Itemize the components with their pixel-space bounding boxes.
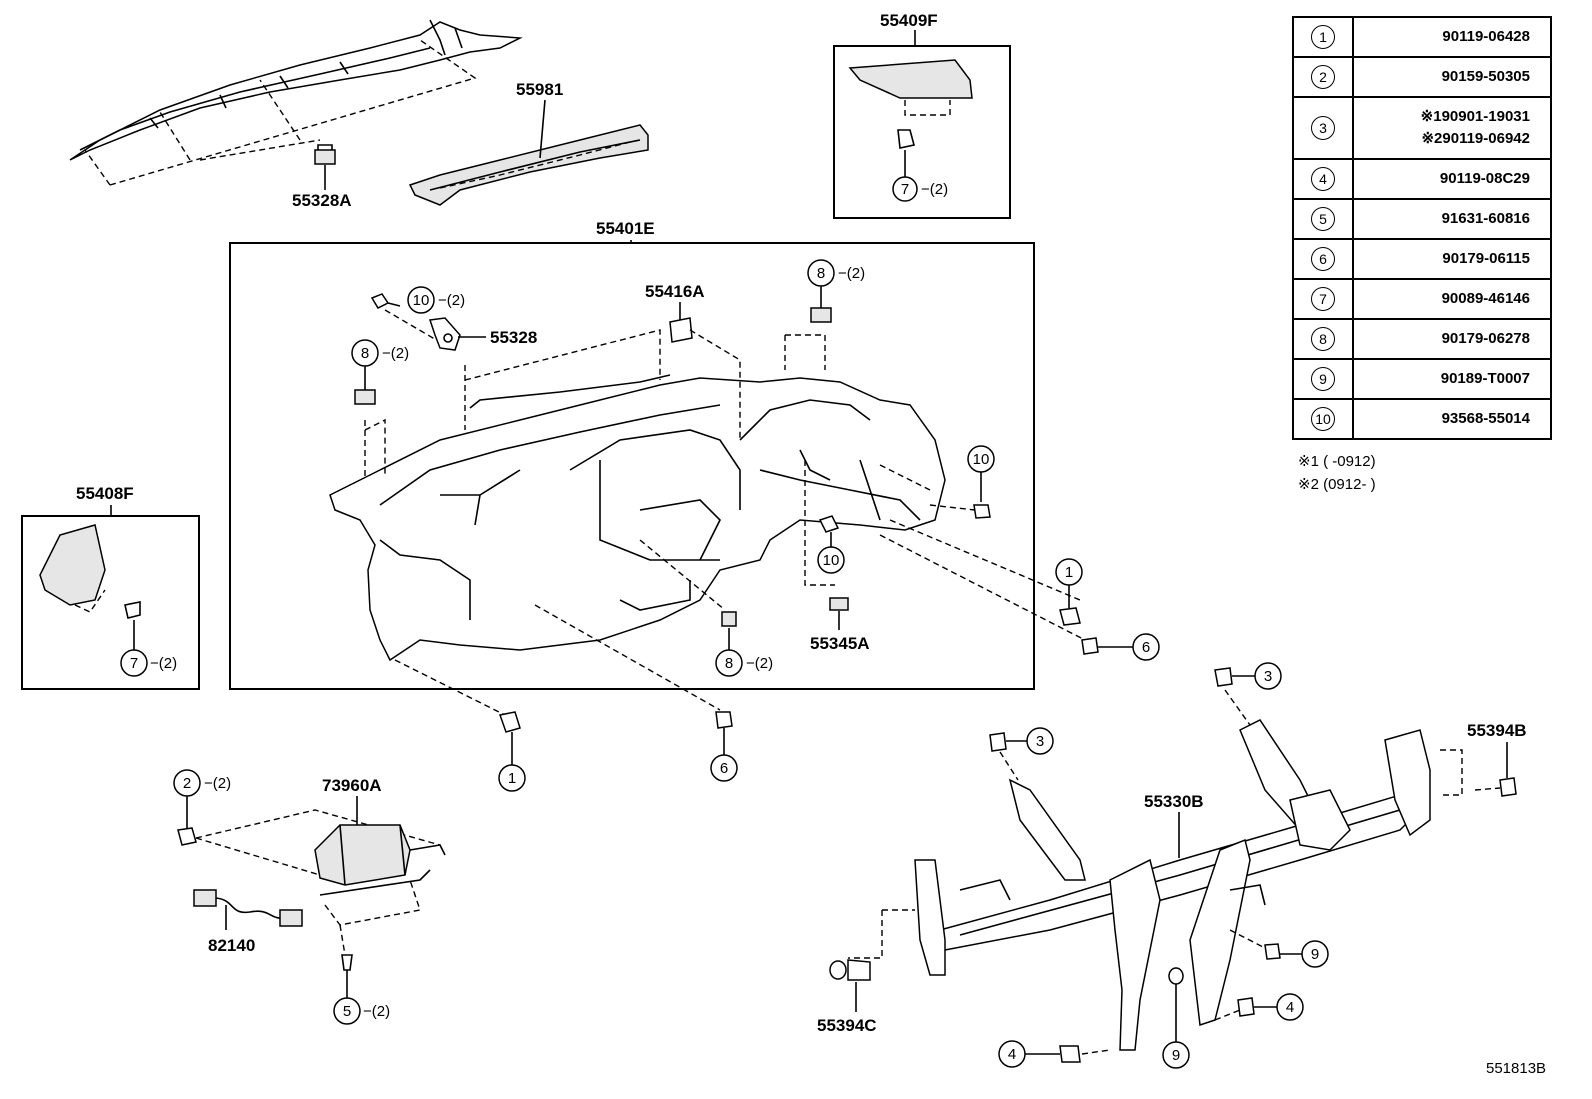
row-index: 2	[1311, 65, 1335, 89]
part-label-82140: 82140	[208, 936, 255, 955]
part-label-55345A: 55345A	[810, 634, 870, 653]
part-number: 93568-55014	[1441, 410, 1530, 427]
part-number: 90119-06428	[1442, 28, 1530, 45]
row-index: 9	[1311, 367, 1335, 391]
svg-text:3: 3	[1264, 668, 1272, 685]
box-55408F	[21, 515, 200, 690]
svg-text:10: 10	[823, 552, 840, 569]
qty-label: −(2)	[921, 181, 948, 198]
svg-text:6: 6	[720, 760, 728, 777]
table-row: 3 ※190901-19031 ※290119-06942	[1292, 96, 1552, 160]
part-label-55416A: 55416A	[645, 282, 705, 301]
table-row: 10 93568-55014	[1292, 398, 1552, 440]
svg-text:6: 6	[1142, 639, 1150, 656]
svg-text:−(2): −(2)	[438, 292, 465, 309]
svg-text:5: 5	[343, 1003, 351, 1020]
row-index: 1	[1311, 25, 1335, 49]
table-row: 1 90119-06428	[1292, 16, 1552, 58]
part-label-55409F: 55409F	[880, 11, 938, 30]
row-index: 7	[1311, 287, 1335, 311]
footnote-2: ※2 (0912- )	[1298, 476, 1376, 493]
diagram-code: 551813B	[1486, 1060, 1547, 1077]
svg-text:8: 8	[817, 265, 825, 282]
screw-10-top-illustration	[370, 293, 401, 309]
reinforcement-beam-illustration	[914, 719, 1431, 1051]
part-label-55401E: 55401E	[596, 219, 655, 238]
part-label-55394B: 55394B	[1467, 721, 1527, 740]
svg-text:9: 9	[1172, 1047, 1180, 1064]
table-row: 2 90159-50305	[1292, 56, 1552, 98]
svg-text:1: 1	[508, 770, 516, 787]
cowl-bracket-illustration	[69, 19, 523, 190]
side-panel-cover-illustration	[848, 59, 973, 178]
svg-text:10: 10	[973, 451, 990, 468]
svg-text:−(2): −(2)	[363, 1003, 390, 1020]
instrument-panel-illustration	[329, 374, 946, 662]
side-cover-left-illustration	[39, 524, 141, 650]
box-55401E	[229, 242, 1035, 690]
row-index: 6	[1311, 247, 1335, 271]
callout-7-circle	[892, 176, 918, 202]
table-row: 4 90119-08C29	[1292, 158, 1552, 200]
part-number: 90189-T0007	[1440, 370, 1530, 387]
row-index: 5	[1311, 207, 1335, 231]
part-number: ※190901-19031	[1420, 108, 1530, 125]
wire-harness-illustration	[193, 889, 303, 930]
part-label-55981: 55981	[516, 80, 563, 99]
svg-text:−(2): −(2)	[150, 655, 177, 672]
svg-text:8: 8	[725, 655, 733, 672]
svg-text:9: 9	[1311, 946, 1319, 963]
row-index: 4	[1311, 167, 1335, 191]
part-label-55330B: 55330B	[1144, 792, 1204, 811]
svg-text:2: 2	[183, 775, 191, 792]
part-number: 91631-60816	[1441, 210, 1530, 227]
svg-text:−(2): −(2)	[838, 265, 865, 282]
svg-text:−(2): −(2)	[382, 345, 409, 362]
table-row: 9 90189-T0007	[1292, 358, 1552, 400]
svg-text:4: 4	[1286, 999, 1294, 1016]
part-label-55408F: 55408F	[76, 484, 134, 503]
row-index: 3	[1311, 116, 1335, 140]
row-index: 8	[1311, 327, 1335, 351]
table-row: 6 90179-06115	[1292, 238, 1552, 280]
callout-10-label: 10	[413, 292, 430, 309]
part-label-73960A: 73960A	[322, 776, 382, 795]
defroster-garnish-illustration	[408, 99, 649, 206]
part-number: ※290119-06942	[1421, 130, 1530, 147]
svg-text:7: 7	[130, 655, 138, 672]
part-number: 90089-46146	[1441, 290, 1530, 307]
svg-text:−(2): −(2)	[204, 775, 231, 792]
bracket-55328-illustration	[429, 317, 461, 351]
airbag-assembly-illustration	[314, 824, 446, 896]
part-number: 90159-50305	[1441, 68, 1530, 85]
part-number: 90179-06278	[1441, 330, 1530, 347]
box-55409F	[833, 45, 1011, 219]
table-row: 7 90089-46146	[1292, 278, 1552, 320]
svg-text:1: 1	[1065, 564, 1073, 581]
part-label-55328A: 55328A	[292, 191, 352, 210]
svg-text:8: 8	[361, 345, 369, 362]
table-row: 8 90179-06278	[1292, 318, 1552, 360]
svg-text:3: 3	[1036, 733, 1044, 750]
part-number: 90179-06115	[1442, 250, 1530, 267]
part-label-55394C: 55394C	[817, 1016, 877, 1035]
svg-text:−(2): −(2)	[746, 655, 773, 672]
part-label-55328: 55328	[490, 328, 537, 347]
part-number: 90119-08C29	[1439, 170, 1530, 187]
svg-text:4: 4	[1008, 1046, 1016, 1063]
footnote-1: ※1 ( -0912)	[1298, 453, 1376, 470]
fastener-reference-table: 1 90119-06428 2 90159-50305 3 ※190901-19…	[1292, 16, 1552, 440]
table-row: 5 91631-60816	[1292, 198, 1552, 240]
callout-7-label: 7	[901, 181, 909, 198]
row-index: 10	[1311, 407, 1335, 431]
footnotes: ※1 ( -0912) ※2 (0912- )	[1298, 450, 1376, 496]
